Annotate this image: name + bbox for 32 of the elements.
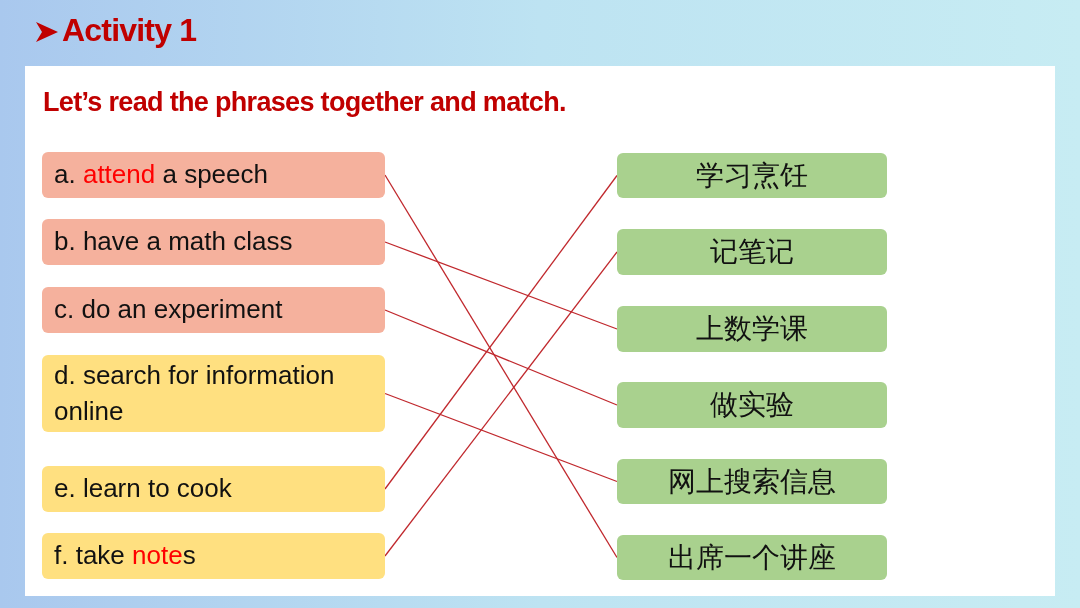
match-line bbox=[384, 251, 618, 557]
phrase-box bbox=[42, 287, 385, 333]
chinese-phrase: 上数学课 bbox=[696, 311, 808, 348]
phrase-box bbox=[42, 466, 385, 512]
match-line bbox=[384, 309, 618, 406]
chinese-phrase: 出席一个讲座 bbox=[668, 539, 836, 576]
english-phrase: f. take notes bbox=[54, 539, 196, 573]
english-phrase: b. have a math class bbox=[54, 225, 293, 259]
answer-box bbox=[617, 306, 887, 352]
english-phrase: a. attend a speech bbox=[54, 158, 268, 192]
match-line bbox=[384, 392, 618, 483]
title: Activity 1 bbox=[62, 14, 197, 46]
phrase-box bbox=[42, 355, 385, 432]
chinese-phrase: 学习烹饪 bbox=[696, 157, 808, 194]
match-line bbox=[384, 241, 618, 330]
chinese-phrase: 网上搜索信息 bbox=[668, 463, 836, 500]
match-line bbox=[384, 174, 618, 490]
chinese-phrase: 记笔记 bbox=[710, 234, 794, 271]
answer-box bbox=[617, 153, 887, 198]
answer-box bbox=[617, 459, 887, 504]
answer-box bbox=[617, 535, 887, 580]
instruction-text: Let’s read the phrases together and match. bbox=[43, 86, 566, 119]
english-phrase: c. do an experiment bbox=[54, 293, 283, 327]
match-line bbox=[384, 174, 618, 559]
phrase-box bbox=[42, 152, 385, 198]
phrase-box bbox=[42, 219, 385, 265]
answer-box bbox=[617, 229, 887, 275]
english-phrase: d. search for information online bbox=[54, 359, 336, 428]
english-phrase: e. learn to cook bbox=[54, 472, 232, 506]
chinese-phrase: 做实验 bbox=[710, 387, 794, 424]
answer-box bbox=[617, 382, 887, 428]
phrase-box bbox=[42, 533, 385, 579]
